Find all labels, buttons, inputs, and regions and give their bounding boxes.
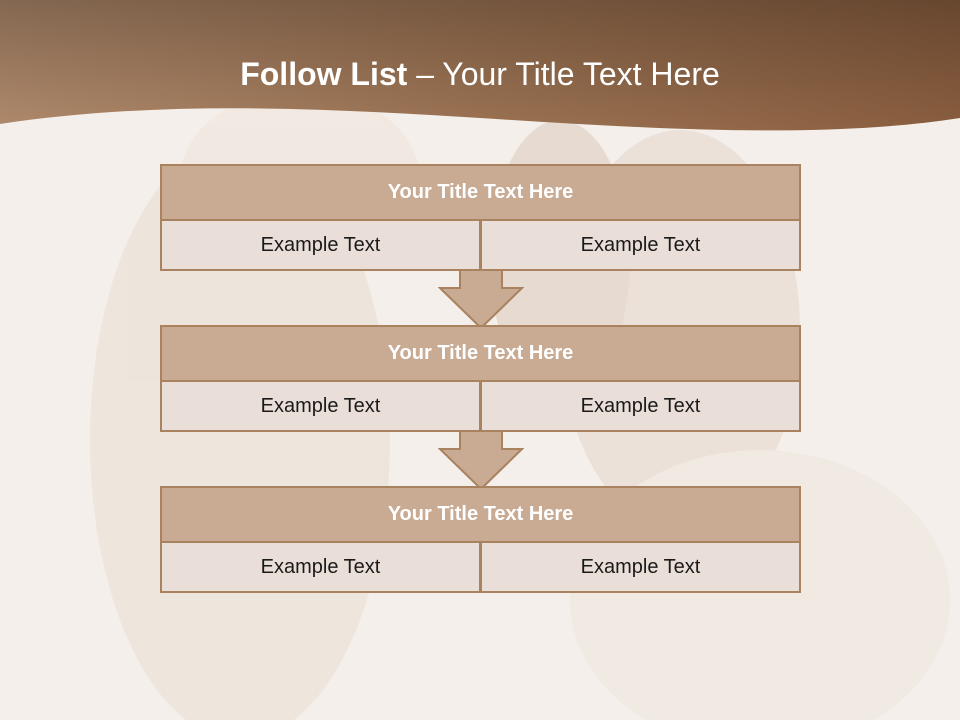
slide-title-bold: Follow List [240, 56, 408, 92]
step-2-right-text: Example Text [480, 382, 801, 432]
step-1-left-text: Example Text [160, 221, 481, 271]
step-block-3: Your Title Text Here Example Text Exampl… [160, 486, 801, 593]
down-arrow-icon [438, 270, 524, 330]
step-3-title: Your Title Text Here [160, 486, 801, 543]
step-1-right-text: Example Text [480, 221, 801, 271]
slide-title-rest: – Your Title Text Here [407, 56, 720, 92]
down-arrow-icon [438, 431, 524, 491]
step-3-left-text: Example Text [160, 543, 481, 593]
step-block-1: Your Title Text Here Example Text Exampl… [160, 164, 801, 271]
step-2-title: Your Title Text Here [160, 325, 801, 382]
step-3-right-text: Example Text [480, 543, 801, 593]
slide-title: Follow List – Your Title Text Here [0, 56, 960, 93]
step-block-2: Your Title Text Here Example Text Exampl… [160, 325, 801, 432]
step-1-title: Your Title Text Here [160, 164, 801, 221]
step-2-left-text: Example Text [160, 382, 481, 432]
